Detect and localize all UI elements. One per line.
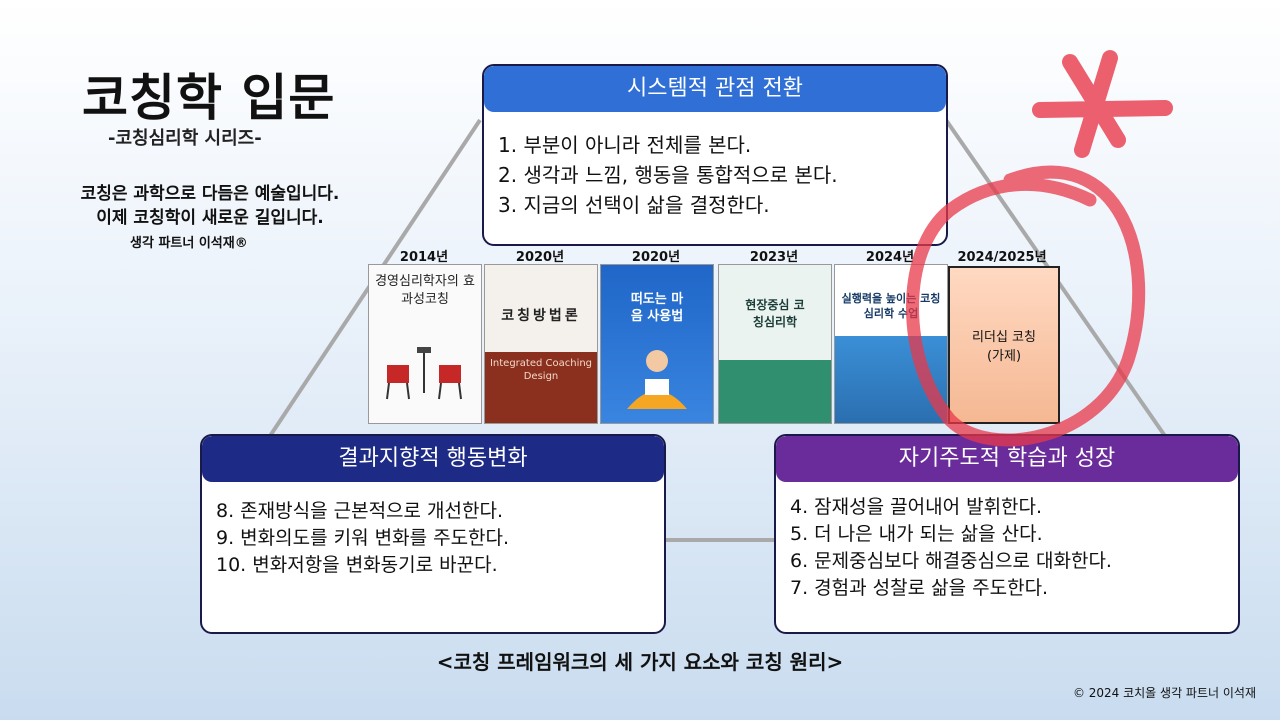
slogan-line-2: 이제 코칭학이 새로운 길입니다. <box>96 208 324 228</box>
book-year-6: 2024/2025년 <box>957 250 1047 265</box>
book-cover-1: 경영심리학자의 효과성코칭 <box>368 264 482 424</box>
principle-item: 7. 경험과 성찰로 삶을 주도한다. <box>790 577 1049 599</box>
principle-item: 2. 생각과 느낌, 행동을 통합적으로 본다. <box>498 163 838 187</box>
book-title: 떠도는 마음 사용법 <box>630 292 684 324</box>
signature: 생각 파트너 이석재® <box>130 236 248 251</box>
principle-item: 5. 더 나은 내가 되는 삶을 산다. <box>790 523 1043 545</box>
box-self-directed-body: 4. 잠재성을 끌어내어 발휘한다. 5. 더 나은 내가 되는 삶을 산다. … <box>776 482 1238 612</box>
book-cover-3: 떠도는 마음 사용법 <box>600 264 714 424</box>
red-circle-mark <box>906 165 1146 447</box>
book-subtitle: Integrated Coaching Design <box>489 358 593 382</box>
principle-item: 9. 변화의도를 키워 변화를 주도한다. <box>216 527 510 549</box>
page-subtitle: -코칭심리학 시리즈- <box>108 128 262 149</box>
slogan-line-1: 코칭은 과학으로 다듬은 예술입니다. <box>80 184 340 204</box>
box-result-oriented-body: 8. 존재방식을 근본적으로 개선한다. 9. 변화의도를 키워 변화를 주도한… <box>202 482 664 589</box>
book-title: 현장중심 코칭심리학 <box>745 298 805 329</box>
box-result-oriented-title: 결과지향적 행동변화 <box>202 436 664 482</box>
principle-item: 1. 부분이 아니라 전체를 본다. <box>498 133 752 157</box>
book-year-2: 2020년 <box>515 250 565 265</box>
book-year-4: 2023년 <box>749 250 799 265</box>
box-self-directed-title: 자기주도적 학습과 성장 <box>776 436 1238 482</box>
book-title: 경영심리학자의 효과성코칭 <box>375 274 475 307</box>
book-note: (가제) <box>986 349 1022 364</box>
principle-item: 3. 지금의 선택이 삶을 결정한다. <box>498 193 770 217</box>
meditating-person-illustration <box>627 350 687 409</box>
principle-item: 6. 문제중심보다 해결중심으로 대화한다. <box>790 550 1112 572</box>
table-chairs-illustration <box>386 347 462 400</box>
page-title: 코칭학 입문 <box>82 69 336 127</box>
book-cover-4: 현장중심 코칭심리학 <box>718 264 832 424</box>
principle-item: 4. 잠재성을 끌어내어 발휘한다. <box>790 496 1043 518</box>
box-result-oriented: 결과지향적 행동변화 8. 존재방식을 근본적으로 개선한다. 9. 변화의도를… <box>200 434 666 634</box>
principle-item: 8. 존재방식을 근본적으로 개선한다. <box>216 500 504 522</box>
book-year-3: 2020년 <box>631 250 681 265</box>
book-year-5: 2024년 <box>865 250 915 265</box>
figure-caption: <코칭 프레임워크의 세 가지 요소와 코칭 원리> <box>436 650 844 674</box>
box-system-perspective-title: 시스템적 관점 전환 <box>484 66 946 112</box>
red-asterisk-mark <box>1032 50 1173 158</box>
book-year-1: 2014년 <box>399 250 449 265</box>
slogan: 코칭은 과학으로 다듬은 예술입니다. 이제 코칭학이 새로운 길입니다. <box>34 182 386 230</box>
book-cover-6: 리더십 코칭 (가제) <box>948 266 1060 424</box>
copyright-text: © 2024 코치올 생각 파트너 이석재 <box>1072 686 1256 700</box>
book-cover-2: 코칭방법론 Integrated Coaching Design <box>484 264 598 424</box>
book-title: 리더십 코칭 <box>972 330 1036 345</box>
book-title: 코칭방법론 <box>501 308 581 324</box>
principle-item: 10. 변화저항을 변화동기로 바꾼다. <box>216 554 498 576</box>
box-system-perspective-body: 1. 부분이 아니라 전체를 본다. 2. 생각과 느낌, 행동을 통합적으로 … <box>484 112 946 230</box>
box-system-perspective: 시스템적 관점 전환 1. 부분이 아니라 전체를 본다. 2. 생각과 느낌,… <box>482 64 948 246</box>
